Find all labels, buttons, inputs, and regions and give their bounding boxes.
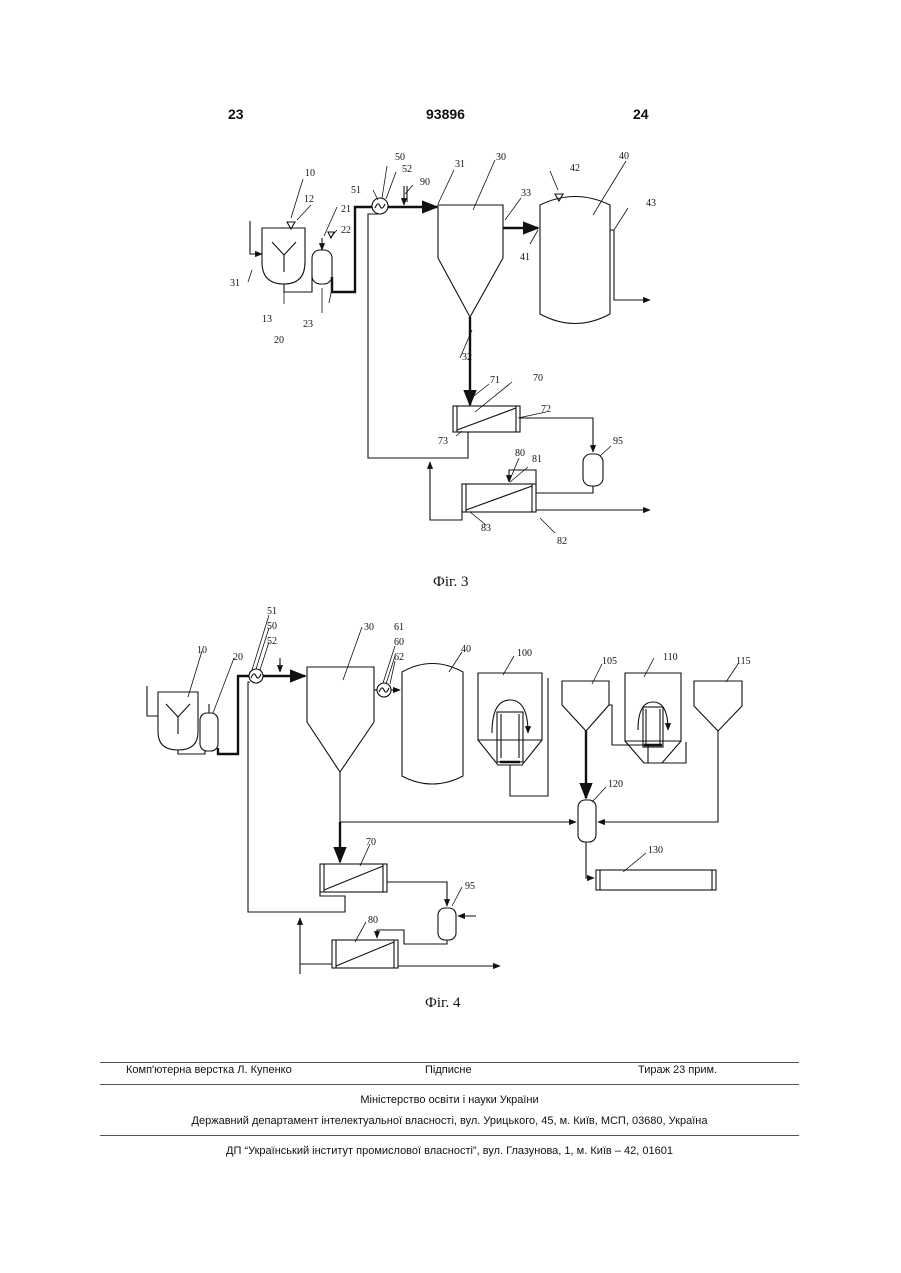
- separator-30: [438, 205, 503, 317]
- label-51: 51: [267, 606, 277, 617]
- label-81: 81: [532, 454, 542, 465]
- label-12: 12: [304, 194, 314, 205]
- label-30: 30: [364, 622, 374, 633]
- footer-rule-top: [100, 1062, 799, 1063]
- cooler-80: [462, 484, 536, 512]
- label-40: 40: [619, 151, 629, 162]
- unit-100: [478, 673, 542, 765]
- label-95: 95: [465, 881, 475, 892]
- tank-40: [540, 197, 610, 324]
- dryer-130: [596, 870, 716, 890]
- figure-4-caption: Фіг. 4: [425, 995, 461, 1011]
- label-70: 70: [366, 837, 376, 848]
- label-52: 52: [267, 636, 277, 647]
- label-31: 31: [455, 159, 465, 170]
- mixer-120: [578, 800, 596, 842]
- separator-30: [307, 667, 374, 772]
- label-50: 50: [267, 621, 277, 632]
- label-105: 105: [602, 656, 617, 667]
- label-33: 33: [521, 188, 531, 199]
- figure-3: 10 12 13 20 21 22 23 31 31 30 32 33 40 4…: [230, 151, 656, 590]
- label-20: 20: [274, 335, 284, 346]
- label-95: 95: [613, 436, 623, 447]
- vessel-95: [438, 908, 456, 940]
- footer-ministry: Міністерство освіти і науки України: [100, 1094, 799, 1106]
- label-60: 60: [394, 637, 404, 648]
- label-52: 52: [402, 164, 412, 175]
- label-115: 115: [736, 656, 751, 667]
- label-20: 20: [233, 652, 243, 663]
- label-21: 21: [341, 204, 351, 215]
- label-13: 13: [262, 314, 272, 325]
- vessel-20: [312, 250, 332, 284]
- label-90: 90: [420, 177, 430, 188]
- label-22: 22: [341, 225, 351, 236]
- label-62: 62: [394, 652, 404, 663]
- label-83: 83: [481, 523, 491, 534]
- label-31-feed: 31: [230, 278, 240, 289]
- label-71: 71: [490, 375, 500, 386]
- footer-rule-bottom: [100, 1135, 799, 1136]
- label-80: 80: [515, 448, 525, 459]
- tank-40: [402, 664, 463, 785]
- hopper-115: [694, 681, 742, 731]
- label-32: 32: [462, 352, 472, 363]
- label-43: 43: [646, 198, 656, 209]
- label-42: 42: [570, 163, 580, 174]
- label-30: 30: [496, 152, 506, 163]
- cooler-80: [332, 940, 398, 968]
- label-40: 40: [461, 644, 471, 655]
- label-41: 41: [520, 252, 530, 263]
- footer-layout: Комп'ютерна верстка Л. Купенко: [126, 1064, 292, 1076]
- label-130: 130: [648, 845, 663, 856]
- label-61: 61: [394, 622, 404, 633]
- figure-3-caption: Фіг. 3: [433, 574, 468, 590]
- label-72: 72: [541, 404, 551, 415]
- label-100: 100: [517, 648, 532, 659]
- label-51: 51: [351, 185, 361, 196]
- unit-110: [625, 673, 681, 763]
- label-120: 120: [608, 779, 623, 790]
- label-80: 80: [368, 915, 378, 926]
- hopper-105: [562, 681, 609, 731]
- figure-4: 10 20 51 50 52 30 61 60 62 40 100 105 11…: [147, 606, 751, 1011]
- footer-rule-middle: [100, 1084, 799, 1085]
- label-82: 82: [557, 536, 567, 547]
- label-10: 10: [197, 645, 207, 656]
- footer-institute: ДП “Український інститут промислової вла…: [100, 1145, 799, 1157]
- vessel-95: [583, 454, 603, 486]
- cooler-70: [453, 406, 520, 432]
- footer-department: Державний департамент інтелектуальної вл…: [100, 1115, 799, 1127]
- footer-signed: Підписне: [425, 1064, 472, 1076]
- label-23: 23: [303, 319, 313, 330]
- vessel-20: [200, 713, 218, 751]
- footer-circulation: Тираж 23 прим.: [638, 1064, 717, 1076]
- label-110: 110: [663, 652, 678, 663]
- label-50: 50: [395, 152, 405, 163]
- cooler-70: [320, 864, 387, 892]
- label-73: 73: [438, 436, 448, 447]
- label-10: 10: [305, 168, 315, 179]
- label-70: 70: [533, 373, 543, 384]
